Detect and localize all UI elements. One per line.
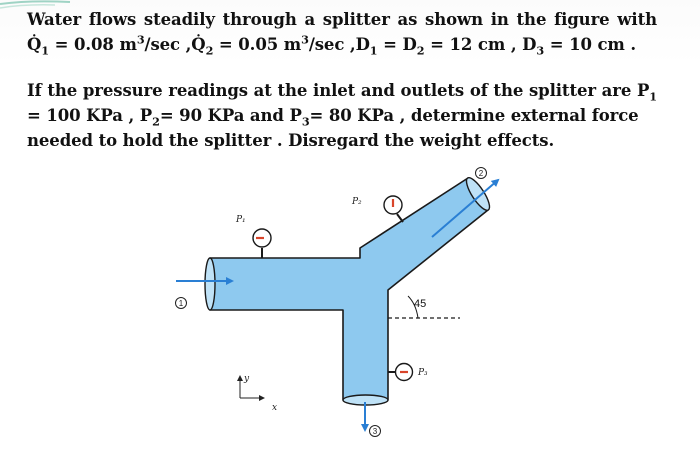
pressure-gauge-p1: P₁ xyxy=(235,215,272,258)
coordinate-axes: y x xyxy=(237,374,277,413)
q1-value: = 0.08 m xyxy=(49,35,137,54)
d2-symbol: D xyxy=(402,35,417,54)
gauge-p2-label: P₂ xyxy=(351,197,362,207)
q1-exponent: 3 xyxy=(136,32,145,47)
p2-subscript: 2 xyxy=(152,114,160,129)
d3-symbol: D xyxy=(522,35,537,54)
problem-paragraph-2: If the pressure readings at the inlet an… xyxy=(27,78,657,153)
d1-subscript: 1 xyxy=(369,43,378,58)
inlet-ellipse xyxy=(204,257,216,311)
problem-paragraph-1: Water flows steadily through a splitter … xyxy=(27,7,657,57)
gauge-p3-label: P₃ xyxy=(417,368,428,378)
p2-value: = 90 KPa and P xyxy=(159,106,302,125)
axis-x-label: x xyxy=(272,403,277,413)
p3-subscript: 3 xyxy=(301,114,310,129)
station-marker-2: 2 xyxy=(475,167,487,179)
p1-subscript: 1 xyxy=(649,89,657,104)
problem-line-2: Q̇1 = 0.08 m3/sec ,Q̇2 = 0.05 m3/sec ,D1… xyxy=(27,32,657,57)
outlet2-flow-arrow xyxy=(431,178,500,238)
q1-unit: /sec , xyxy=(144,35,192,54)
station-3-label: 3 xyxy=(373,427,378,436)
pressure-intro-text: If the pressure readings at the inlet an… xyxy=(27,81,650,100)
problem-line-1: Water flows steadily through a splitter … xyxy=(27,10,657,29)
outlet2-ellipse xyxy=(465,177,491,211)
q2-exponent: 3 xyxy=(301,32,309,47)
station-2-label: 2 xyxy=(479,169,484,178)
q1-symbol: Q̇ xyxy=(27,35,42,54)
splitter-body xyxy=(209,177,489,401)
problem-line-3: If the pressure readings at the inlet an… xyxy=(27,78,657,103)
q2-symbol: Q̇ xyxy=(191,35,206,54)
problem-line-4: = 100 KPa , P2= 90 KPa and P3= 80 KPa , … xyxy=(27,103,657,128)
q2-subscript: 2 xyxy=(205,43,214,58)
d2-value: = 12 cm , xyxy=(424,35,523,54)
p3-value: = 80 KPa , determine external force xyxy=(309,106,639,125)
pressure-gauge-p2: P₂ xyxy=(351,195,404,223)
angle-arc xyxy=(407,295,419,319)
gauge-p1-label: P₁ xyxy=(235,215,246,225)
d1-symbol: D xyxy=(355,35,370,54)
station-marker-3: 3 xyxy=(369,425,381,437)
problem-line-5: needed to hold the splitter . Disregard … xyxy=(27,131,555,150)
p1-value: = 100 KPa , P xyxy=(27,106,153,125)
q2-value: = 0.05 m xyxy=(213,35,302,54)
station-marker-1: 1 xyxy=(175,297,187,309)
d2-subscript: 2 xyxy=(416,43,425,58)
angle-label: 45 xyxy=(414,298,426,310)
q1-subscript: 1 xyxy=(41,43,49,58)
q2-unit: /sec , xyxy=(308,35,356,54)
d3-subscript: 3 xyxy=(536,43,545,58)
d1-equals: = xyxy=(377,35,403,54)
pressure-gauge-p3: P₃ xyxy=(388,362,428,382)
station-1-label: 1 xyxy=(179,299,184,308)
d3-value: = 10 cm . xyxy=(544,35,637,54)
axis-y-label: y xyxy=(243,374,250,384)
corner-decoration xyxy=(0,0,71,9)
